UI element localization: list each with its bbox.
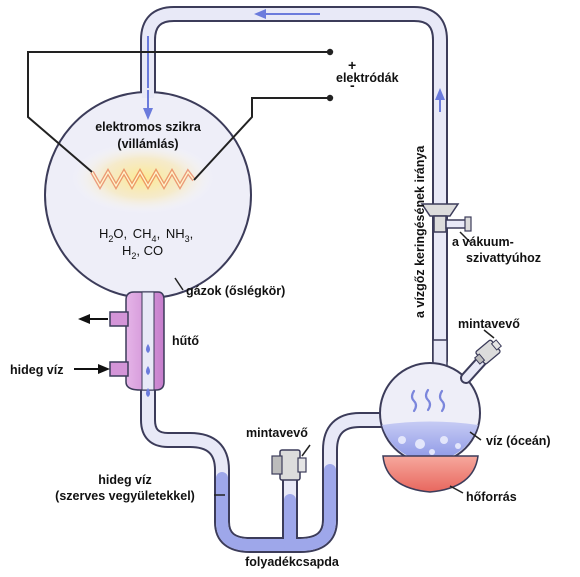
condenser-outlet-stub <box>109 311 129 327</box>
label-vacuum-1: a vákuum- <box>452 235 514 249</box>
electrode-wires <box>27 51 330 181</box>
right-sampler-valve <box>473 339 503 365</box>
gas-formula-line2: H2, CO <box>122 243 163 261</box>
label-cooler: hűtő <box>172 334 199 348</box>
heater <box>382 455 479 493</box>
label-cold-water-in: hideg víz <box>10 363 63 377</box>
label-vacuum-2: szivattyúhoz <box>466 251 541 265</box>
glass-tubing <box>140 6 448 553</box>
label-water-ocean: víz (óceán) <box>486 434 551 448</box>
water-flask <box>379 339 503 464</box>
label-trap: folyadékcsapda <box>245 555 340 569</box>
label-electrodes: elektródák <box>336 71 399 85</box>
leader-lines <box>174 231 495 496</box>
vacuum-stopcock <box>420 203 472 233</box>
condenser-inner-tube <box>141 291 155 391</box>
condenser-inlet-stub <box>109 361 129 377</box>
coolant-out-arrow-icon <box>78 314 90 324</box>
label-sampler-right: mintavevő <box>458 317 520 331</box>
flow-arrow-left <box>254 9 266 19</box>
coolant-in-arrow-icon <box>98 364 110 374</box>
label-vapor-direction: a vízgőz keringésének iránya <box>413 145 427 318</box>
condenser <box>109 291 165 397</box>
trap-liquid <box>216 464 336 551</box>
label-sampler-left: mintavevő <box>246 426 308 440</box>
label-gases: gázok (őslégkör) <box>186 284 285 298</box>
electrode-terminal-minus <box>326 94 334 102</box>
flow-arrow-up <box>435 88 445 100</box>
label-cold-water-organic-sub: (szerves vegyületekkel) <box>55 489 195 503</box>
coolant-arrows <box>74 314 110 374</box>
plus-sign: + <box>348 57 356 73</box>
steam-icon <box>410 389 418 413</box>
label-spark: elektromos szikra <box>95 120 202 134</box>
label-heat-source: hőforrás <box>466 490 517 504</box>
water-drop-3 <box>146 388 150 397</box>
label-cold-water-organic: hideg víz <box>98 473 151 487</box>
gas-formula-line1: H2O, CH4, NH3, <box>99 226 193 244</box>
electrode-left <box>27 51 330 173</box>
electrode-right <box>193 97 330 181</box>
water-drop-2 <box>146 366 150 375</box>
water-drop-1 <box>146 344 150 353</box>
spark-zigzag-core <box>91 170 195 188</box>
flask-water <box>382 421 478 461</box>
electrode-terminal-plus <box>326 48 334 56</box>
left-sampler-valve <box>271 449 307 481</box>
minus-sign: - <box>350 77 355 93</box>
label-lightning: (villámlás) <box>117 137 178 151</box>
